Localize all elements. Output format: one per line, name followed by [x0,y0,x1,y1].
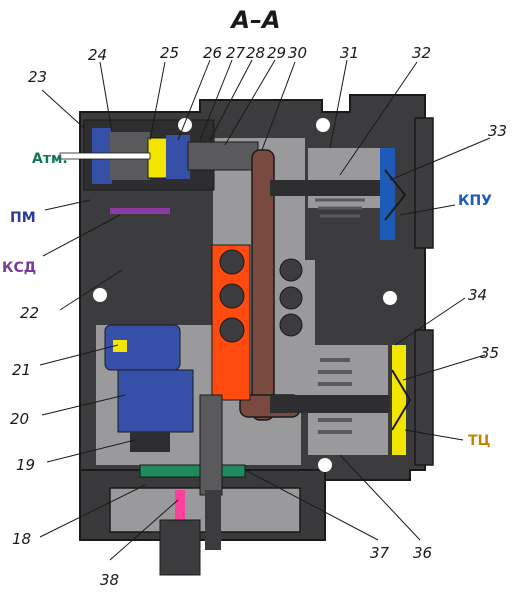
label-36: 36 [413,544,432,562]
label-ksd: КСД [2,260,36,276]
upper-right-valve [270,148,407,240]
label-26: 26 [203,44,222,62]
bolt-holes [93,118,397,472]
label-31: 31 [340,44,359,62]
label-38: 38 [100,571,119,589]
leader-lines [39,59,491,561]
upper-valve-assembly [59,119,259,214]
label-21: 21 [12,361,31,379]
label-30: 30 [288,44,307,62]
label-pm: ПМ [10,210,36,226]
roller-block [211,244,303,401]
label-24: 24 [88,46,107,64]
label-29: 29 [267,44,286,62]
section-title: A–A [229,6,280,34]
atmosphere-channel [59,152,151,160]
label-33: 33 [488,122,507,140]
lower-right-valve [270,345,412,455]
label-22: 22 [20,304,39,322]
label-18: 18 [12,530,31,548]
label-37: 37 [370,544,390,562]
solenoid-parts [104,324,194,452]
label-20: 20 [10,410,29,428]
label-23: 23 [28,68,47,86]
label-34: 34 [468,286,487,304]
ksd-channel [110,208,170,214]
label-27: 27 [226,44,246,62]
port-labels: Атм. ПМ КСД КПУ ТЦ [2,151,492,449]
label-28: 28 [246,44,265,62]
label-kpu: КПУ [458,193,492,209]
part-numbers: 23 24 25 26 27 28 29 30 31 32 33 34 35 3… [10,44,507,589]
label-tc: ТЦ [468,433,491,449]
label-32: 32 [412,44,431,62]
label-19: 19 [16,456,35,474]
lower-mechanism [139,394,246,576]
label-35: 35 [480,344,499,362]
label-atm: Атм. [32,151,68,167]
label-25: 25 [160,44,179,62]
